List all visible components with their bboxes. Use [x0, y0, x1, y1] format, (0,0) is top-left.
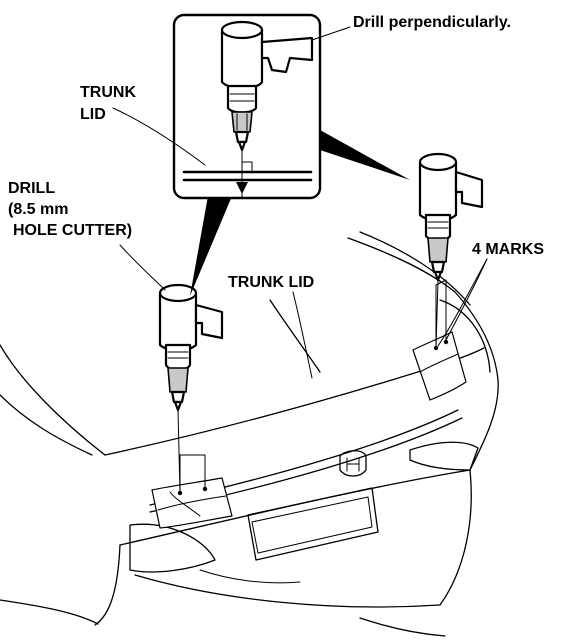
left-drill-axis — [177, 409, 181, 494]
hole-cutter-icon — [231, 111, 253, 152]
drill-icon — [158, 283, 224, 372]
emblem-icon — [339, 450, 367, 477]
drill-icon — [220, 20, 314, 114]
hole-cutter-icon — [427, 237, 449, 282]
leader-drill — [119, 244, 166, 291]
label-four-marks: 4 MARKS — [472, 241, 544, 258]
label-trunk-lid: TRUNK LID — [228, 274, 314, 291]
leader-trunk-lid-detail — [112, 107, 206, 166]
label-drill-perpendicularly: Drill perpendicularly. — [353, 14, 511, 31]
hole-cutter-icon — [167, 367, 189, 412]
label-drill-line2: (8.5 mm — [8, 201, 68, 218]
masking-tape-icon — [412, 331, 467, 401]
label-trunk-lid-detail-line1: TRUNK — [80, 84, 136, 101]
label-drill-line1: DRILL — [8, 180, 55, 197]
detail-inset — [172, 13, 410, 296]
leader-trunk-lid — [292, 291, 313, 379]
leader-four-marks-b — [437, 258, 488, 347]
masking-tape-icon — [151, 477, 233, 529]
leader-drill-perpendicularly — [311, 26, 351, 41]
label-trunk-lid-detail-line2: LID — [80, 106, 106, 123]
drill-icon — [418, 152, 484, 242]
car-body — [0, 231, 499, 637]
right-drill-axis — [435, 279, 439, 349]
leader-four-marks-a — [445, 258, 488, 341]
label-drill-line3: HOLE CUTTER) — [13, 222, 132, 239]
